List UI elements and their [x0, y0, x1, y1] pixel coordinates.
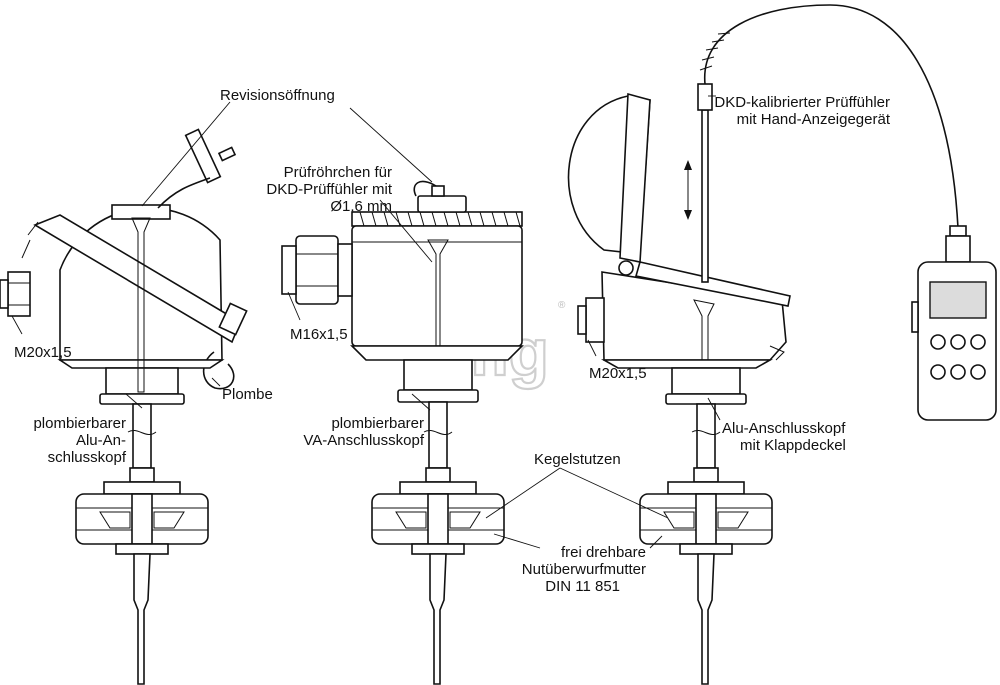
- label-m16: M16x1,5: [290, 326, 348, 343]
- middle-va-head: [281, 180, 524, 403]
- handheld-display-unit: [911, 225, 997, 421]
- label-kegelstutzen: Kegelstutzen: [534, 451, 621, 468]
- handheld-plug: [945, 235, 971, 263]
- right-union-nut: [639, 493, 773, 555]
- keypad-button: [970, 334, 986, 350]
- middle-thermometer-assembly: [281, 180, 524, 685]
- middle-union-nut: [371, 493, 505, 555]
- label-alu-left-line2: Alu-An-: [76, 432, 126, 449]
- label-pruefroehrchen-line3: Ø1,6 mm: [330, 198, 392, 215]
- dkd-probe-cable: [704, 4, 959, 229]
- left-thermometer-assembly: [0, 128, 248, 685]
- keypad-button: [950, 334, 966, 350]
- handheld-keypad: [930, 334, 986, 380]
- label-alu-left-line1: plombierbarer: [33, 415, 126, 432]
- right-thermometer-assembly: [567, 92, 791, 685]
- label-nut-line3: DIN 11 851: [545, 578, 620, 595]
- label-va-head-line2: VA-Anschlusskopf: [303, 432, 424, 449]
- label-va-head-line1: plombierbarer: [331, 415, 424, 432]
- keypad-button: [930, 334, 946, 350]
- handheld-side-clip: [911, 301, 919, 333]
- dkd-cable-strain-relief: [699, 32, 731, 71]
- label-pruefroehrchen-line2: DKD-Prüffühler mit: [266, 181, 392, 198]
- keypad-button: [950, 364, 966, 380]
- label-m20-left: M20x1,5: [14, 344, 72, 361]
- handheld-display: [929, 281, 987, 319]
- label-alu-right-line2: mit Klappdeckel: [740, 437, 846, 454]
- left-alu-head: [0, 128, 248, 405]
- label-nut-line1: frei drehbare: [561, 544, 646, 561]
- label-plombe: Plombe: [222, 386, 273, 403]
- keypad-button: [930, 364, 946, 380]
- label-alu-right-line1: Alu-Anschlusskopf: [722, 420, 846, 437]
- dkd-reference-probe: [697, 4, 959, 283]
- right-alu-head-with-flip-cover: [567, 92, 791, 405]
- label-dkd-probe-line2: mit Hand-Anzeigegerät: [737, 111, 891, 128]
- keypad-button: [970, 364, 986, 380]
- handheld-cable-connector: [949, 225, 967, 237]
- label-nut-line2: Nutüberwurfmutter: [522, 561, 646, 578]
- left-probe-tube: [133, 553, 151, 685]
- label-m20-right: M20x1,5: [589, 365, 647, 382]
- right-probe-tube: [697, 553, 715, 685]
- labels: Revisionsöffnung Prüfröhrchen für DKD-Pr…: [14, 87, 891, 595]
- dkd-probe-rod: [701, 109, 709, 283]
- watermark-registered-mark: ®: [558, 300, 566, 311]
- label-pruefroehrchen-line1: Prüfröhrchen für: [284, 164, 392, 181]
- leader-lines: [11, 95, 721, 549]
- label-dkd-probe-line1: DKD-kalibrierter Prüffühler: [714, 94, 890, 111]
- label-alu-left-line3: schlusskopf: [48, 449, 127, 466]
- middle-probe-tube: [429, 553, 447, 685]
- label-revisionsoeffnung: Revisionsöffnung: [220, 87, 335, 104]
- right-stem: [667, 403, 745, 495]
- left-union-nut: [75, 493, 209, 555]
- dkd-probe-handle: [697, 83, 713, 111]
